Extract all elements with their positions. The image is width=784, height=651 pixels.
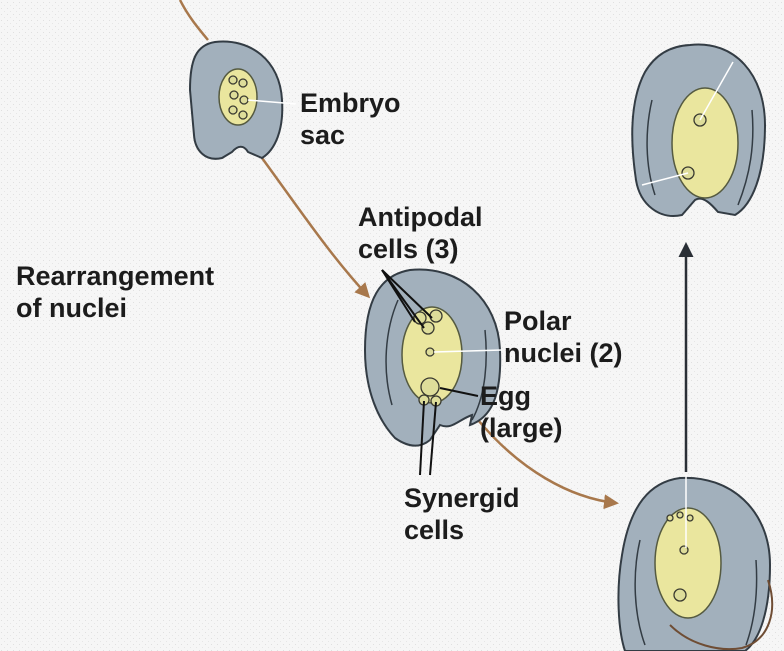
ovule-fertilized [632, 45, 765, 216]
ovule-with-pollen-tube [618, 475, 772, 651]
rearrangement-label-line1: Rearrangement [16, 260, 214, 292]
embryo-sac-label-line2: sac [300, 119, 401, 151]
rearrangement-label: Rearrangement of nuclei [16, 260, 214, 324]
synergid-cells-label: Synergid cells [404, 482, 520, 546]
embryo-sac-label: Embryo sac [300, 87, 401, 151]
egg-label-line2: (large) [480, 412, 563, 444]
antipodal-cells-label: Antipodal cells (3) [358, 201, 482, 265]
polar-nuclei-label: Polar nuclei (2) [504, 305, 623, 369]
ovule-early [190, 42, 296, 159]
polar-nuclei-label-line1: Polar [504, 305, 623, 337]
flow-arrow-to-middle-ovule [262, 158, 368, 296]
synergid-cells-label-line1: Synergid [404, 482, 520, 514]
synergid-cells-label-line2: cells [404, 514, 520, 546]
egg-label-line1: Egg [480, 380, 563, 412]
antipodal-cells-label-line1: Antipodal [358, 201, 482, 233]
embryo-sac-label-line1: Embryo [300, 87, 401, 119]
egg-label: Egg (large) [480, 380, 563, 444]
polar-nuclei-label-line2: nuclei (2) [504, 337, 623, 369]
flow-arrow-top [180, 0, 208, 40]
rearrangement-label-line2: of nuclei [16, 292, 214, 324]
antipodal-cells-label-line2: cells (3) [358, 233, 482, 265]
